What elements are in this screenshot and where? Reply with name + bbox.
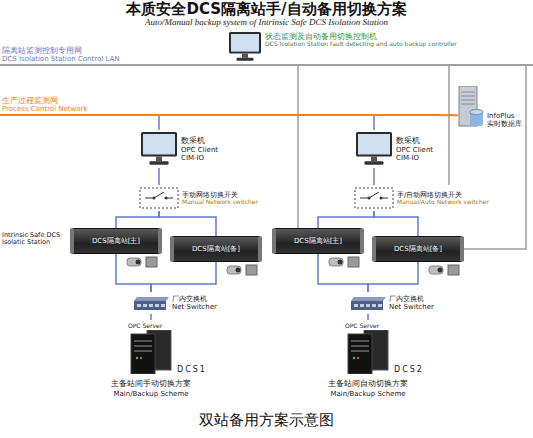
connector	[368, 262, 418, 292]
node-text: Net Switcher	[389, 303, 434, 311]
label-text: Main/Backup Scheme	[113, 390, 188, 398]
node-text: DCS隔离站[备]	[192, 245, 240, 253]
connector	[151, 262, 216, 292]
dcs-tower-icon	[128, 330, 174, 374]
network-switcher: 手动网络切换开关Manual Network switcher	[139, 185, 258, 211]
node-text: DCS隔离站[主]	[92, 237, 140, 245]
netsw-icon	[133, 294, 169, 312]
node-text: 手动网络切换开关	[182, 191, 258, 199]
monitor-icon	[140, 132, 178, 166]
connector	[158, 115, 160, 130]
server-row: DCS1	[128, 330, 207, 374]
station-peripherals	[328, 255, 362, 269]
opc-client-computer: 数采机OPC ClientCIM-IO	[140, 130, 218, 168]
process-network: 生产过程监测网Process Control Network	[0, 96, 440, 116]
isolation-station: DCS隔离站[备]	[170, 236, 262, 262]
server-row: DCS2	[345, 330, 424, 374]
node-text: Process Control Network	[2, 105, 440, 113]
connector	[150, 314, 152, 320]
text-column: 厂内交换机Net Switcher	[172, 295, 217, 311]
node-text: 数采机	[396, 136, 433, 145]
connector	[448, 65, 450, 185]
controller-computer: 状态监测及自动备用切换控制机DCS Isolation Station faul…	[228, 30, 457, 64]
connector	[374, 211, 418, 236]
text-column: 数采机OPC ClientCIM-IO	[181, 136, 218, 161]
node-text: 厂内交换机	[389, 295, 434, 303]
title-text: 本质安全DCS隔离站手/自动备用切换方案	[0, 1, 533, 18]
opc-client-computer: 数采机OPC ClientCIM-IO	[355, 130, 433, 168]
connector	[373, 115, 375, 130]
database-server: InfoPlus实时数据库	[458, 84, 522, 130]
netsw-icon	[350, 294, 386, 312]
node-text: DCS Isolation Station Control LAN	[2, 55, 533, 63]
connector	[159, 211, 216, 236]
text-column: 厂内交换机Net Switcher	[389, 295, 434, 311]
node-text: 隔离站监测控制专用网	[2, 46, 533, 55]
connector	[373, 168, 375, 185]
dcs-tower-icon	[345, 330, 391, 374]
node-text: 状态监测及自动备用切换控制机	[265, 32, 457, 41]
label-text: Auto/Manual backup system of Intrinsic S…	[145, 17, 388, 27]
connector	[440, 114, 458, 116]
connector	[297, 65, 299, 228]
connector	[116, 211, 159, 228]
connector	[158, 168, 160, 185]
label-text: 主备站间手动切换方案	[111, 379, 191, 388]
node-text: DCS Isolation Station fault detecting an…	[265, 41, 457, 48]
node-text: 手/自动网络切换开关	[397, 191, 489, 199]
net-switch: 厂内交换机Net Switcher	[133, 292, 217, 314]
text-column: 手/自动网络切换开关Manual/Auto Network switcher	[397, 191, 489, 206]
caption-text: 双站备用方案示意图	[0, 412, 533, 429]
node-text: 实时数据库	[487, 120, 522, 128]
station-peripherals	[428, 263, 462, 277]
node-text: 数采机	[181, 136, 218, 145]
monitor-icon	[355, 132, 393, 166]
node-text: InfoPlus	[487, 112, 522, 120]
connector	[367, 314, 369, 320]
node-text: 厂内交换机	[172, 295, 217, 303]
node-text: DCS1	[177, 365, 207, 374]
control-lan: 隔离站监测控制专用网DCS Isolation Station Control …	[0, 46, 533, 66]
node-text: OPC Client	[181, 146, 218, 154]
label-text: 主备站间自动切换方案	[328, 379, 408, 388]
isolation-station: DCS隔离站[主]	[70, 228, 162, 254]
dcs-server: OPC ServerDCS2	[345, 320, 425, 374]
text-column: InfoPlus实时数据库	[487, 112, 522, 128]
monitor-icon	[228, 32, 262, 62]
connector	[318, 211, 374, 228]
station-peripherals	[126, 255, 160, 269]
node-text: Manual/Auto Network switcher	[397, 199, 489, 206]
label-text: Main/Backup Scheme	[330, 390, 405, 398]
label-text: Intrinsic Safe DCS Isolatic Station	[2, 232, 64, 247]
net-switch: 厂内交换机Net Switcher	[350, 292, 434, 314]
isolation-station: DCS隔离站[主]	[272, 228, 364, 254]
node-text: CIM-IO	[181, 154, 218, 162]
text-column: 手动网络切换开关Manual Network switcher	[182, 191, 258, 206]
connector	[318, 254, 368, 292]
switch-icon	[354, 187, 394, 209]
node-text: Manual Network switcher	[182, 199, 258, 206]
switch-icon	[139, 187, 179, 209]
node-text: 生产过程监测网	[2, 96, 440, 105]
node-text: Net Switcher	[172, 303, 217, 311]
dcs-server: OPC ServerDCS1	[128, 320, 208, 374]
node-text: DCS隔离站[备]	[394, 245, 442, 253]
node-text: DCS隔离站[主]	[294, 237, 342, 245]
isolation-station: DCS隔离站[备]	[372, 236, 464, 262]
text-column: 数采机OPC ClientCIM-IO	[396, 136, 433, 161]
node-text: DCS2	[394, 365, 424, 374]
node-text: CIM-IO	[396, 154, 433, 162]
node-text: OPC Server	[128, 323, 207, 330]
server-icon	[458, 86, 484, 128]
network-switcher: 手/自动网络切换开关Manual/Auto Network switcher	[354, 185, 489, 211]
node-text: OPC Client	[396, 146, 433, 154]
node-text: OPC Server	[345, 323, 424, 330]
station-peripherals	[226, 263, 260, 277]
